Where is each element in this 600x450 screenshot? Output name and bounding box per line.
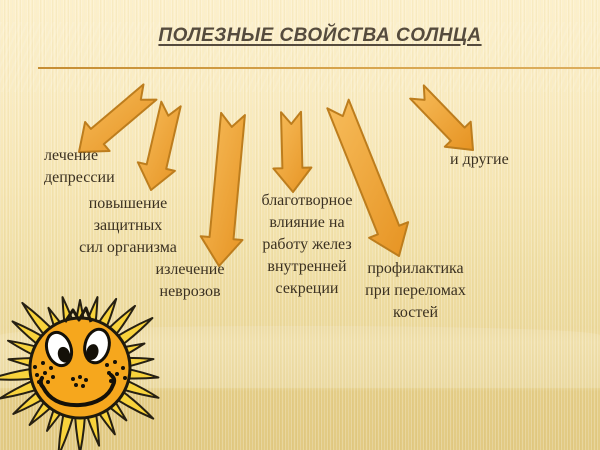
sun-hair-tuft	[63, 306, 93, 323]
sun-freckle	[109, 379, 113, 383]
sun-freckle	[74, 383, 78, 387]
benefit-label-others: и другие	[450, 149, 520, 171]
benefit-line: лечение	[44, 147, 99, 164]
sun-freckle	[84, 378, 88, 382]
arrow-to-neurosis-cure	[199, 111, 246, 267]
sun-freckle	[78, 375, 82, 379]
sun-freckle	[115, 372, 119, 376]
sun-freckle	[121, 366, 125, 370]
benefit-line: неврозов	[159, 283, 221, 300]
sun-right-eye	[83, 327, 111, 365]
sun-freckle	[35, 373, 39, 377]
sun-freckle	[113, 360, 117, 364]
sun-freckle	[33, 365, 37, 369]
benefit-line: костей	[392, 304, 439, 321]
benefit-line: влияние на	[269, 214, 345, 231]
benefit-line: при переломах	[365, 282, 466, 299]
sun-freckle	[43, 371, 47, 375]
sun-freckle	[37, 380, 41, 384]
sun-freckle	[123, 376, 127, 380]
benefit-line: сил организма	[79, 239, 177, 256]
sun-freckle	[71, 377, 75, 381]
sun-left-eye	[44, 330, 74, 368]
sun-freckles	[33, 360, 127, 388]
smiling-sun-icon	[0, 296, 160, 450]
benefit-line: внутренней	[267, 258, 347, 275]
benefit-line: и другие	[450, 151, 509, 168]
arrow-to-endocrine-glands-benefit	[272, 110, 313, 193]
benefit-line: секреции	[275, 280, 339, 297]
sun-freckle	[49, 366, 53, 370]
sun-freckle	[41, 361, 45, 365]
sun-freckle	[81, 384, 85, 388]
benefit-line: повышение	[88, 195, 168, 212]
title-underline-rule	[38, 67, 600, 69]
benefit-label-neurosis-cure: излечение неврозов	[133, 259, 247, 303]
benefit-line: работу желез	[262, 236, 352, 253]
benefit-label-immune-defense-boost: повышение защитных сил организма	[50, 193, 206, 259]
benefit-label-endocrine-glands: благотворное влияние на работу желез вну…	[243, 190, 371, 300]
sun-freckle	[105, 363, 109, 367]
benefit-line: защитных	[93, 217, 163, 234]
sun-freckle	[107, 371, 111, 375]
arrow-to-others	[409, 84, 474, 151]
sun-freckle	[46, 380, 50, 384]
benefit-line: депрессии	[44, 169, 115, 186]
benefit-line: благотворное	[261, 192, 353, 209]
benefit-line: излечение	[155, 261, 225, 278]
slide-title: ПОЛЕЗНЫЕ СВОЙСТВА СОЛНЦА	[158, 25, 482, 46]
benefit-label-bone-fracture-prevention: профилактика при переломах костей	[347, 258, 484, 324]
sun-freckle	[51, 375, 55, 379]
arrow-to-immune-defense-boost	[136, 100, 182, 191]
arrow-to-depression-treatment	[78, 83, 158, 153]
benefit-label-depression-treatment: лечение депрессии	[44, 145, 144, 189]
benefit-line: профилактика	[367, 260, 464, 277]
